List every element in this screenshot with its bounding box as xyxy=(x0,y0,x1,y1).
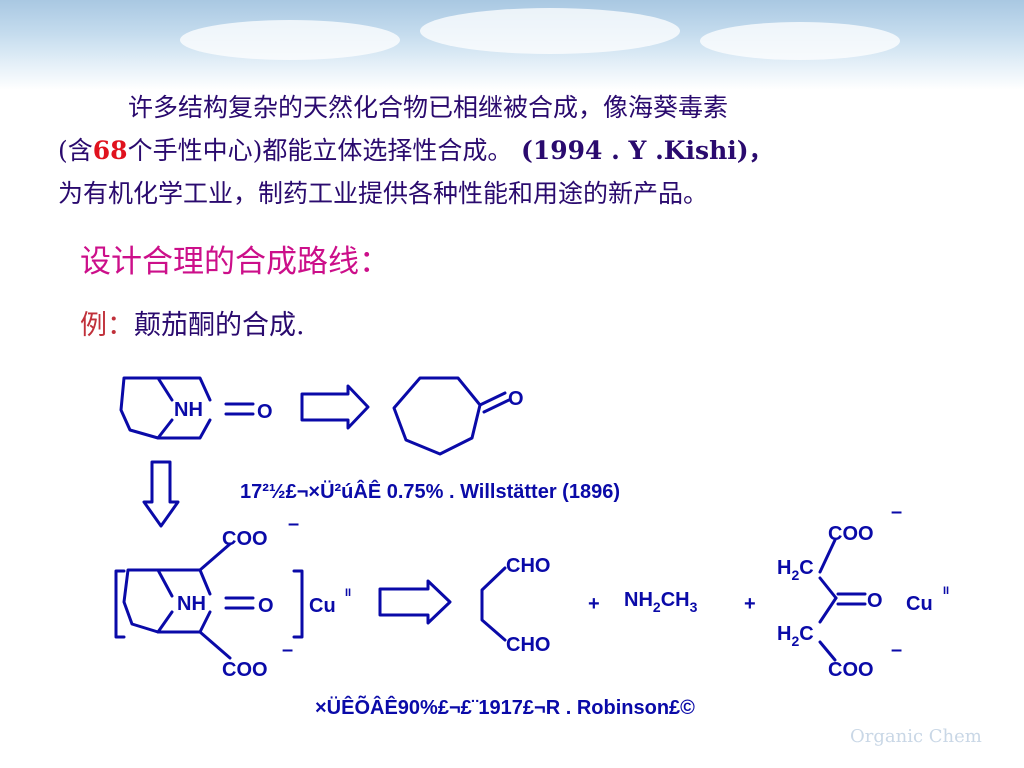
h2c-label: H2C xyxy=(777,623,814,649)
sky-banner xyxy=(0,0,1024,90)
cloud xyxy=(420,8,680,54)
oxygen-label: O xyxy=(257,401,273,423)
robinson-caption: ×ÜÊÕÂÊ90%£¬£¨1917£¬R . Robinson£© xyxy=(315,695,695,719)
watermark: Organic Chem xyxy=(850,726,982,747)
plus-sign: + xyxy=(744,593,756,615)
oxygen-label: O xyxy=(258,595,274,617)
h-part: H xyxy=(777,557,791,579)
tropinone-structure xyxy=(119,376,255,440)
copper-label: Cu xyxy=(906,593,933,615)
example-line: 例：颠茄酮的合成. xyxy=(80,303,305,342)
minus-sign: – xyxy=(891,501,902,523)
intro-line-3: 为有机化学工业，制药工业提供各种性能和用途的新产品。 xyxy=(58,179,709,208)
tropinone-dicarboxylate-structure xyxy=(114,542,304,660)
c-part: C xyxy=(799,557,813,579)
intro-line-2: (含68个手性中心)都能立体选择性合成。 (1994 . Y .Kishi)， xyxy=(58,129,968,172)
copper-charge: II xyxy=(943,585,949,597)
intro-line-1: 许多结构复杂的天然化合物已相继被合成，像海葵毒素 xyxy=(128,93,729,122)
intro-line2-pre: (含 xyxy=(58,136,93,165)
nh-label: NH xyxy=(174,399,203,421)
c-part: C xyxy=(799,623,813,645)
cloud xyxy=(700,22,900,60)
coo-label: COO xyxy=(222,528,268,550)
subscript-2: 2 xyxy=(653,599,661,615)
oxygen-label: O xyxy=(508,388,524,410)
kishi-citation: (1994 . Y .Kishi)， xyxy=(512,136,774,165)
forward-arrow xyxy=(378,579,452,625)
minus-sign: – xyxy=(891,639,902,661)
h-part: H xyxy=(777,623,791,645)
succinaldehyde-structure xyxy=(480,566,507,642)
section-heading: 设计合理的合成路线： xyxy=(80,244,390,280)
nh-label: NH xyxy=(177,593,206,615)
minus-sign: – xyxy=(288,513,299,535)
subscript-2: 2 xyxy=(791,567,799,583)
example-label: 例： xyxy=(80,310,134,341)
minus-sign: – xyxy=(282,639,293,661)
intro-line2-mid: 个手性中心)都能立体选择性合成。 xyxy=(127,136,513,165)
intro-paragraph: 许多结构复杂的天然化合物已相继被合成，像海葵毒素 (含68个手性中心)都能立体选… xyxy=(58,86,968,215)
nh-part: NH xyxy=(624,589,653,611)
oxygen-label: O xyxy=(867,590,883,612)
chiral-count: 68 xyxy=(92,136,128,165)
plus-sign: + xyxy=(588,593,600,615)
example-text: 颠茄酮的合成. xyxy=(134,310,305,341)
subscript-2: 2 xyxy=(791,633,799,649)
willstatter-caption: 17²½£¬×Ü²úÂÊ 0.75% . Willstätter (1896) xyxy=(240,479,620,503)
subscript-3: 3 xyxy=(690,599,698,615)
acetonedicarboxylate-structure xyxy=(818,538,867,662)
h2c-label: H2C xyxy=(777,557,814,583)
ch-part: CH xyxy=(661,589,690,611)
coo-label: COO xyxy=(222,659,268,681)
copper-label: Cu xyxy=(309,595,336,617)
down-arrow xyxy=(142,460,180,528)
coo-label: COO xyxy=(828,523,874,545)
copper-charge: II xyxy=(345,587,351,599)
coo-label: COO xyxy=(828,659,874,681)
cycloheptanone-structure xyxy=(392,376,511,456)
retro-arrow xyxy=(300,384,370,430)
methylamine-label: NH2CH3 xyxy=(624,589,698,615)
cloud xyxy=(180,20,400,60)
cho-label: CHO xyxy=(506,634,550,656)
cho-label: CHO xyxy=(506,555,550,577)
